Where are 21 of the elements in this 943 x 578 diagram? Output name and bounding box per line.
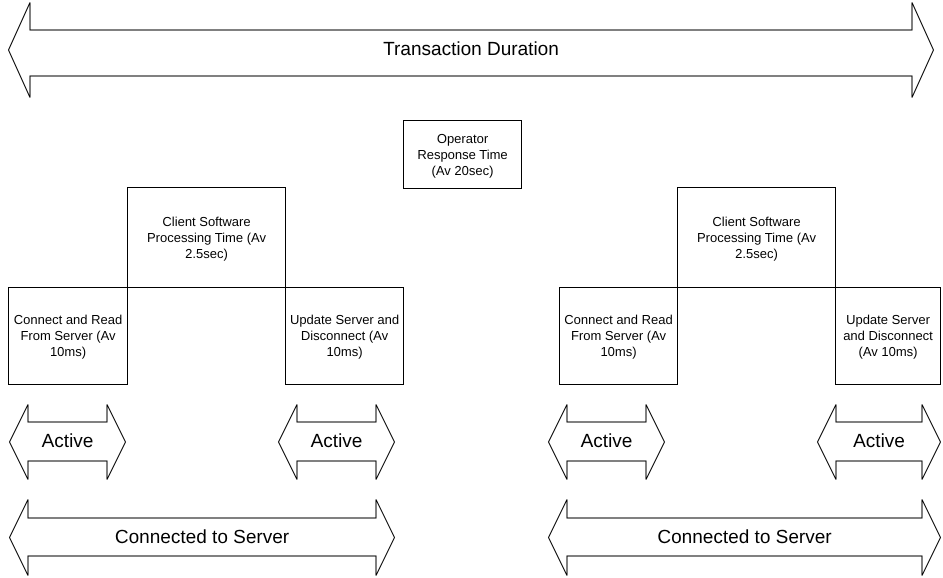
- process-box: Update Server and Disconnect (Av 10ms): [835, 287, 941, 385]
- process-box: Connect and Read From Server (Av 10ms): [559, 287, 678, 385]
- process-box: Client Software Processing Time (Av 2.5sec): [127, 187, 286, 288]
- process-box: Connect and Read From Server (Av 10ms): [8, 287, 128, 385]
- double-arrow-shape: [548, 404, 665, 480]
- double-arrow-shape: [8, 2, 934, 98]
- process-box: Operator Response Time (Av 20sec): [403, 120, 522, 189]
- process-box: Client Software Processing Time (Av 2.5sec): [677, 187, 836, 288]
- arrow-label: Connected to Server: [657, 526, 832, 548]
- double-arrow-shape: [548, 499, 941, 576]
- double-arrow-shape: [9, 499, 395, 576]
- double-arrow-shape: [9, 404, 126, 480]
- arrow-label: Active: [853, 431, 905, 453]
- arrow-label: Active: [310, 431, 362, 453]
- process-box: Update Server and Disconnect (Av 10ms): [285, 287, 404, 385]
- double-arrow-shape: [817, 404, 941, 480]
- arrow-label: Connected to Server: [114, 526, 290, 548]
- double-arrow-shape: [278, 404, 395, 480]
- arrow-label: Transaction Duration: [383, 39, 559, 61]
- arrow-label: Active: [42, 431, 94, 453]
- arrow-label: Active: [580, 431, 632, 453]
